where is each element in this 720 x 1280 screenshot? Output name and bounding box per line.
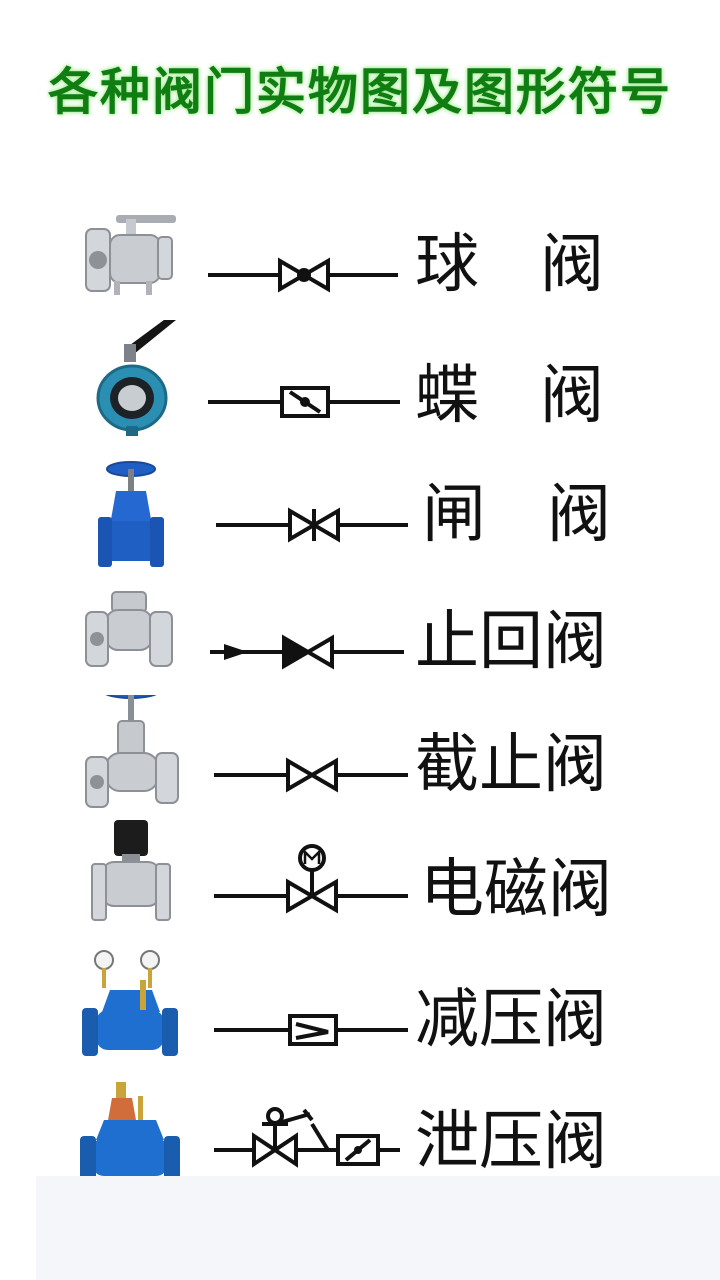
solenoid-valve-symbol (214, 844, 408, 914)
pressure-relief-valve-photo (80, 1082, 180, 1180)
valve-row-pressure-relief: 泄压阀 (0, 1080, 720, 1200)
gate-valve-label: 闸 阀 (422, 478, 612, 552)
pressure-relief-valve-label: 泄压阀 (415, 1105, 607, 1179)
globe-valve-symbol (214, 757, 408, 793)
ball-valve-label: 球 阀 (415, 228, 605, 302)
solenoid-valve-photo (91, 820, 171, 921)
valve-row-butterfly: 蝶 阀 (0, 320, 720, 440)
check-valve-photo (85, 591, 173, 667)
globe-valve-photo (85, 695, 179, 808)
gate-valve-photo (98, 461, 164, 567)
valve-row-gate: 闸 阀 (0, 455, 720, 575)
bottom-panel (36, 1176, 720, 1280)
valve-row-ball: 球 阀 (0, 205, 720, 325)
ball-valve-symbol (208, 257, 398, 293)
pressure-reducing-valve-symbol (214, 1014, 408, 1046)
valve-row-check: 止回阀 (0, 582, 720, 702)
butterfly-valve-label: 蝶 阀 (415, 359, 605, 433)
butterfly-valve-photo (96, 320, 176, 436)
valve-row-solenoid: 电磁阀 (0, 820, 720, 940)
ball-valve-photo (85, 215, 176, 295)
gate-valve-symbol (216, 507, 408, 543)
valve-row-globe: 截止阀 (0, 695, 720, 815)
check-valve-symbol (210, 634, 404, 670)
valve-row-pressure-reducing: 减压阀 (0, 950, 720, 1070)
pressure-relief-valve-symbol (214, 1107, 400, 1168)
solenoid-valve-label: 电磁阀 (420, 853, 612, 927)
check-valve-label: 止回阀 (415, 605, 607, 679)
page-title: 各种阀门实物图及图形符号 (48, 63, 672, 121)
globe-valve-label: 截止阀 (415, 728, 607, 802)
pressure-reducing-valve-label: 减压阀 (415, 983, 607, 1057)
butterfly-valve-symbol (208, 386, 400, 418)
pressure-reducing-valve-photo (82, 950, 178, 1056)
